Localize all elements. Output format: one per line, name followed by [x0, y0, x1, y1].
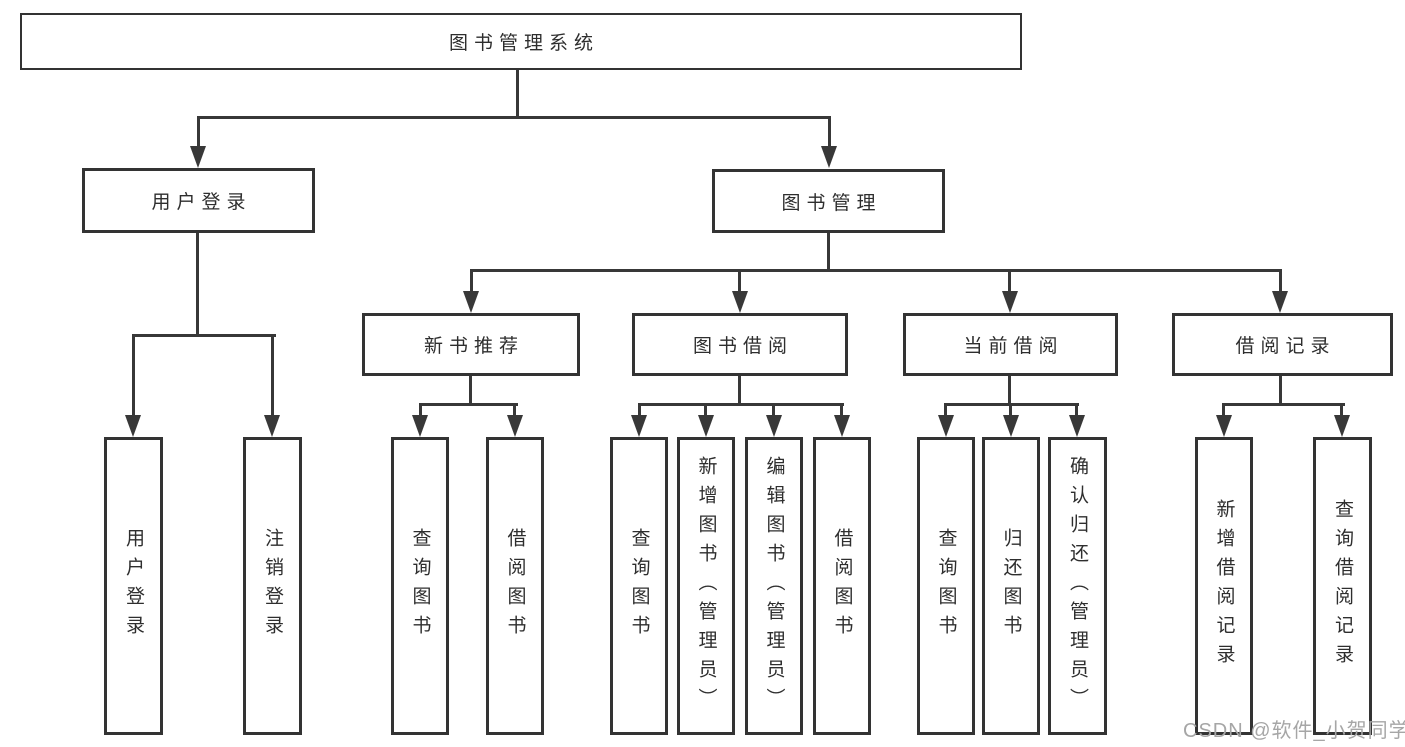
- connector-line: [1009, 403, 1012, 417]
- node-query-borrow-record-label: 查询借阅记录: [1332, 499, 1353, 673]
- arrow-down-icon: [1272, 291, 1288, 313]
- connector-line: [516, 70, 519, 119]
- connector-line: [197, 116, 200, 148]
- node-new-book-recommendation-label: 新书推荐: [423, 336, 524, 357]
- arrow-down-icon: [821, 146, 837, 168]
- arrow-down-icon: [1003, 415, 1019, 437]
- node-add-borrow-record: 新增借阅记录: [1195, 437, 1253, 735]
- arrow-down-icon: [125, 415, 141, 437]
- connector-line: [945, 403, 1079, 406]
- connector-line: [470, 269, 1282, 272]
- connector-line: [271, 334, 274, 417]
- node-current-borrowing-label: 当前借阅: [963, 336, 1064, 357]
- arrow-down-icon: [1216, 415, 1232, 437]
- node-query-books-borrow-label: 查询图书: [628, 528, 650, 644]
- arrow-down-icon: [698, 415, 714, 437]
- node-borrowing-records: 借阅记录: [1172, 313, 1393, 376]
- connector-line: [132, 334, 135, 417]
- connector-line: [738, 376, 741, 406]
- connector-line: [132, 334, 276, 337]
- node-root-label: 图书管理系统: [448, 33, 599, 54]
- arrow-down-icon: [507, 415, 523, 437]
- node-book-management-label: 图书管理: [781, 192, 882, 214]
- node-query-books-borrow: 查询图书: [610, 437, 668, 735]
- connector-line: [638, 403, 844, 406]
- arrow-down-icon: [1334, 415, 1350, 437]
- node-borrow-books-label: 借阅图书: [831, 528, 853, 644]
- node-query-books-recommend: 查询图书: [391, 437, 449, 735]
- node-book-borrowing-label: 图书借阅: [692, 336, 793, 357]
- node-return-book-label: 归还图书: [1000, 528, 1022, 644]
- connector-line: [772, 403, 775, 417]
- arrow-down-icon: [1002, 291, 1018, 313]
- arrow-down-icon: [766, 415, 782, 437]
- connector-line: [840, 403, 843, 417]
- connector-line: [513, 403, 516, 417]
- connector-line: [470, 269, 473, 293]
- node-borrowing-records-label: 借阅记录: [1235, 336, 1336, 357]
- node-new-book-recommendation: 新书推荐: [362, 313, 580, 376]
- node-book-management: 图书管理: [712, 169, 945, 233]
- connector-line: [1340, 403, 1343, 417]
- node-user-login-label: 用户登录: [151, 192, 252, 213]
- node-borrow-books-recommend-label: 借阅图书: [504, 528, 526, 644]
- arrow-down-icon: [264, 415, 280, 437]
- node-logout: 注销登录: [243, 437, 302, 735]
- connector-line: [1075, 403, 1078, 417]
- node-user-login: 用户登录: [82, 168, 315, 233]
- node-confirm-return-admin: 确认归还（管理员）: [1048, 437, 1107, 735]
- connector-line: [1279, 376, 1282, 406]
- node-query-books-recommend-label: 查询图书: [409, 528, 431, 644]
- node-current-borrowing: 当前借阅: [903, 313, 1118, 376]
- arrow-down-icon: [631, 415, 647, 437]
- connector-line: [419, 403, 518, 406]
- arrow-down-icon: [463, 291, 479, 313]
- connector-line: [1279, 269, 1282, 293]
- node-return-book: 归还图书: [982, 437, 1040, 735]
- node-query-books-current-label: 查询图书: [935, 528, 957, 644]
- connector-line: [704, 403, 707, 417]
- node-confirm-return-admin-label: 确认归还（管理员）: [1067, 455, 1088, 717]
- connector-line: [1008, 376, 1011, 406]
- arrow-down-icon: [190, 146, 206, 168]
- watermark: CSDN @软件_小贺同学: [1183, 720, 1405, 742]
- connector-line: [638, 403, 641, 417]
- node-edit-book-admin: 编辑图书（管理员）: [745, 437, 803, 735]
- node-login-label: 用户登录: [123, 528, 144, 644]
- arrow-down-icon: [1069, 415, 1085, 437]
- connector-line: [828, 116, 831, 148]
- connector-line: [197, 116, 831, 119]
- connector-line: [469, 376, 472, 406]
- node-add-borrow-record-label: 新增借阅记录: [1213, 499, 1235, 673]
- node-add-book-admin-label: 新增图书（管理员）: [695, 455, 717, 717]
- node-add-book-admin: 新增图书（管理员）: [677, 437, 735, 735]
- node-root: 图书管理系统: [20, 13, 1022, 70]
- node-query-borrow-record: 查询借阅记录: [1313, 437, 1372, 735]
- arrow-down-icon: [412, 415, 428, 437]
- node-edit-book-admin-label: 编辑图书（管理员）: [763, 455, 785, 717]
- connector-line: [738, 269, 741, 293]
- connector-line: [1008, 269, 1011, 293]
- connector-line: [1223, 403, 1345, 406]
- arrow-down-icon: [834, 415, 850, 437]
- arrow-down-icon: [732, 291, 748, 313]
- node-borrow-books-recommend: 借阅图书: [486, 437, 544, 735]
- connector-line: [1222, 403, 1225, 417]
- connector-line: [419, 403, 422, 417]
- node-logout-label: 注销登录: [262, 528, 283, 644]
- arrow-down-icon: [938, 415, 954, 437]
- connector-line: [196, 233, 199, 337]
- node-book-borrowing: 图书借阅: [632, 313, 848, 376]
- node-login: 用户登录: [104, 437, 163, 735]
- connector-line: [827, 233, 830, 272]
- connector-line: [944, 403, 947, 417]
- node-borrow-books: 借阅图书: [813, 437, 871, 735]
- node-query-books-current: 查询图书: [917, 437, 975, 735]
